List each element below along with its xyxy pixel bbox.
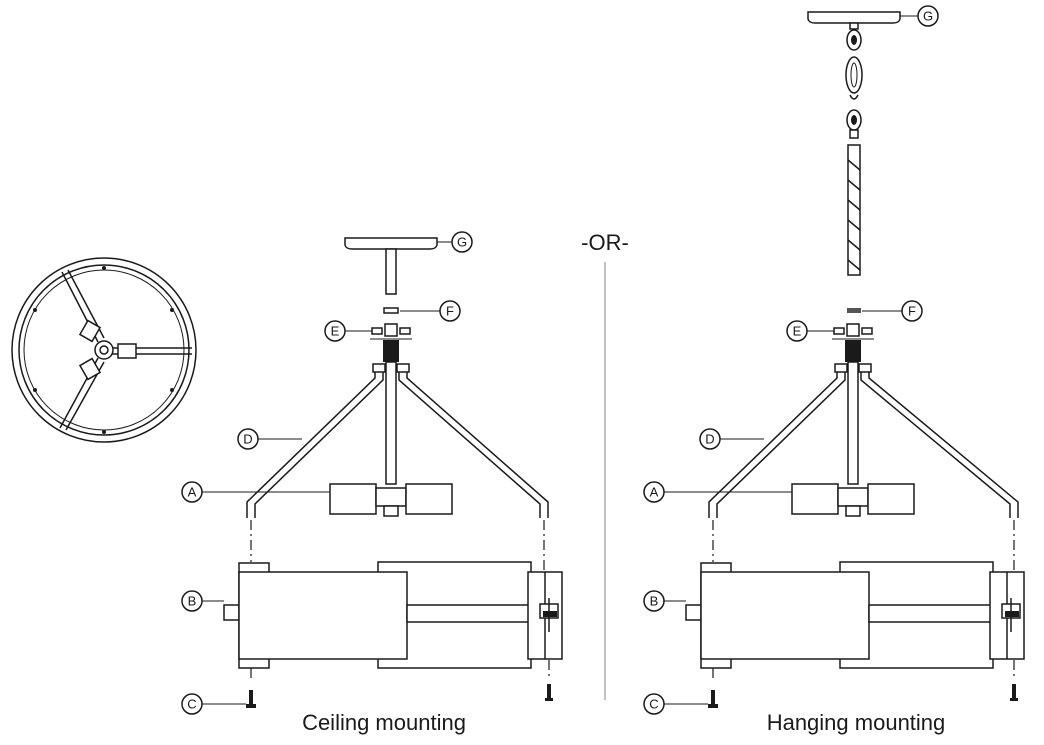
svg-text:A: A: [188, 485, 197, 500]
svg-text:C: C: [187, 697, 196, 712]
caption-ceiling-mounting: Ceiling mounting: [302, 710, 466, 735]
caption-hanging-mounting: Hanging mounting: [767, 710, 946, 735]
svg-text:D: D: [243, 432, 252, 447]
callout-a-hanging: [643, 481, 665, 503]
callout-f-hanging: [901, 300, 923, 322]
hanging-mounting-assembly: [685, 11, 1025, 708]
callout-g-ceiling: [451, 231, 473, 253]
svg-text:D: D: [705, 432, 714, 447]
svg-text:G: G: [457, 235, 467, 250]
svg-text:F: F: [446, 304, 454, 319]
svg-text:E: E: [793, 324, 802, 339]
callout-f-ceiling: [439, 300, 461, 322]
svg-text:F: F: [908, 304, 916, 319]
top-view-ring: [11, 257, 197, 443]
or-label: -OR-: [581, 230, 629, 255]
callout-d-ceiling: [237, 428, 259, 450]
callout-e-ceiling: [324, 320, 346, 342]
callout-c-ceiling: [181, 693, 203, 715]
svg-text:C: C: [649, 697, 658, 712]
callout-c-hanging: [643, 693, 665, 715]
svg-text:G: G: [923, 9, 933, 24]
callout-a-ceiling: [181, 481, 203, 503]
svg-text:E: E: [331, 324, 340, 339]
svg-text:B: B: [188, 594, 197, 609]
callout-e-hanging: [786, 320, 808, 342]
callout-b-ceiling: [181, 590, 203, 612]
callout-b-hanging: [643, 590, 665, 612]
ceiling-callouts: G F E D A B C: [181, 231, 473, 715]
callout-d-hanging: [699, 428, 721, 450]
svg-text:B: B: [650, 594, 659, 609]
ceiling-mounting-assembly: [223, 237, 563, 708]
svg-text:A: A: [650, 485, 659, 500]
callout-g-hanging: [917, 5, 939, 27]
hanging-callouts: G F E D A B C: [643, 5, 939, 715]
